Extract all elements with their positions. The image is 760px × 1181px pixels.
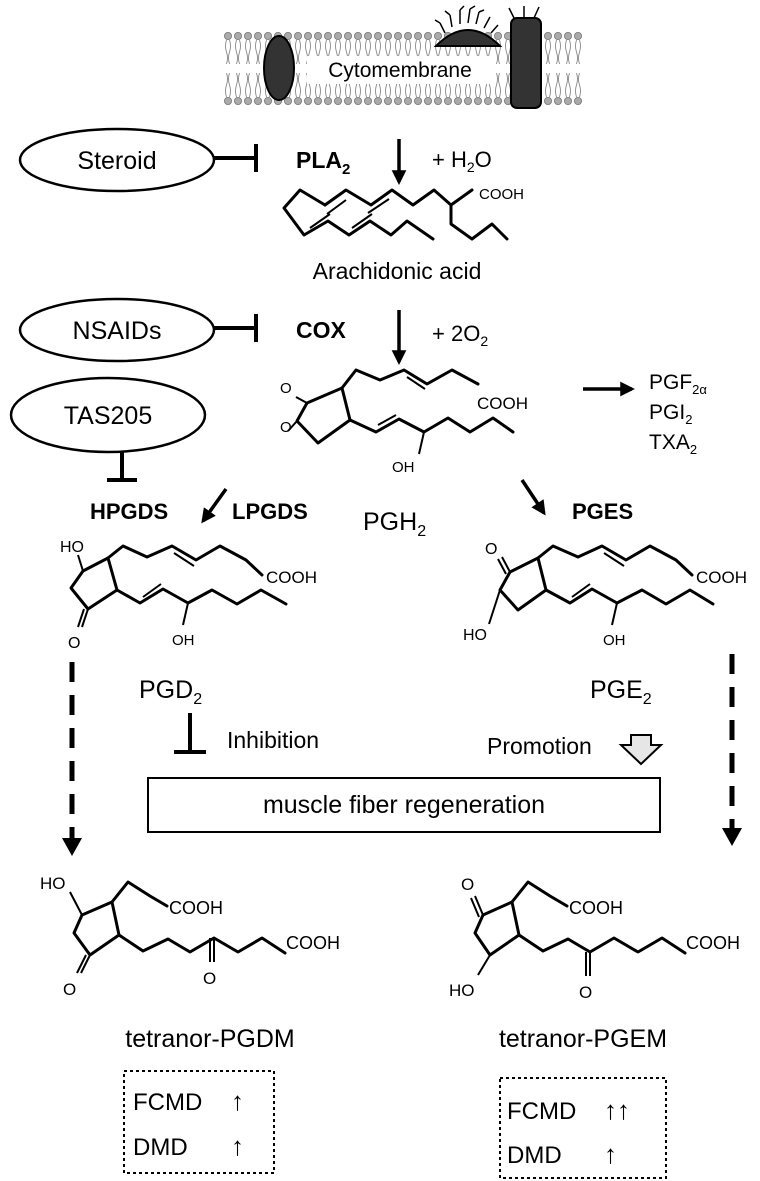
pges-enzyme: PGES (572, 499, 633, 524)
inhibition-label: Inhibition (227, 727, 319, 753)
cytomembrane: Cytomembrane (223, 5, 583, 109)
svg-text:HO: HO (463, 627, 487, 644)
pgd2-label: PGD2 (139, 676, 202, 708)
pges-arrow (520, 479, 546, 516)
pgdm-disease-box: FCMD ↑ DMD ↑ (123, 1070, 275, 1174)
cox-enzyme: COX (296, 317, 347, 343)
svg-text:OH: OH (392, 459, 415, 476)
tetranor-pgdm-label: tetranor-PGDM (125, 1025, 294, 1053)
tetranor-pgdm-structure: HO O COOH O COOH (40, 874, 340, 999)
arachidonic-acid-label: Arachidonic acid (313, 258, 482, 284)
pgdm-cooh-2: COOH (286, 933, 340, 953)
pgem-cooh-2: COOH (686, 933, 740, 953)
pgem-cooh-1: COOH (569, 898, 623, 918)
water-label: + H2O (432, 147, 492, 175)
pgdm-dmd-arrows: ↑ (231, 1131, 244, 1161)
pgdm-fcmd: FCMD (133, 1089, 202, 1116)
tas205-label: TAS205 (64, 402, 152, 430)
pgh2-label: PGH2 (363, 508, 426, 540)
pge2-structure: O HO COOH OH (463, 541, 747, 649)
pgdm-dmd: DMD (133, 1134, 188, 1161)
svg-text:O: O (461, 875, 474, 894)
regeneration-box (147, 777, 661, 833)
tas205-inhibit-line (107, 452, 137, 482)
inhibition-line (174, 713, 206, 754)
pge2-label: PGE2 (590, 676, 652, 708)
svg-text:O: O (63, 980, 76, 999)
pgd2-structure: HO O COOH OH (60, 539, 317, 652)
glycan-branches (434, 5, 499, 34)
pgem-disease-box: FCMD ↑↑ DMD ↑ (499, 1077, 667, 1179)
svg-text:HO: HO (449, 981, 475, 1000)
oxygen-label: + 2O2 (432, 321, 488, 349)
svg-text:OH: OH (603, 632, 626, 649)
svg-text:HO: HO (40, 874, 66, 893)
pgem-fcmd-arrows: ↑↑ (604, 1095, 630, 1125)
pla2-enzyme: PLA2 (296, 147, 350, 178)
svg-text:O: O (579, 983, 592, 1002)
hpgds-enzyme: HPGDS (90, 499, 168, 524)
product-pgf2a: PGF2α (649, 371, 707, 397)
tas205-oval (9, 376, 207, 454)
svg-text:O: O (485, 541, 497, 558)
membrane-protein-oval (263, 35, 295, 101)
pgem-fcmd: FCMD (507, 1098, 576, 1125)
svg-text:O: O (203, 969, 216, 988)
steroid-inhibit-line (214, 144, 258, 172)
pgh2-cooh: COOH (477, 394, 528, 413)
promotion-arrow (618, 734, 664, 766)
nsaids-inhibit-line (214, 314, 258, 342)
pge2-cooh: COOH (696, 568, 747, 587)
products-list: PGF2α PGI2 TXA2 (649, 371, 707, 457)
pgdm-fcmd-arrows: ↑ (231, 1086, 244, 1116)
nsaids-label: NSAIDs (73, 317, 162, 345)
arachidonic-acid-structure: COOH (282, 186, 524, 241)
pgem-dmd: DMD (507, 1142, 562, 1169)
svg-text:OH: OH (172, 632, 195, 649)
product-pgi2: PGI2 (649, 401, 692, 427)
svg-text:O: O (280, 380, 292, 397)
svg-text:O: O (68, 635, 80, 652)
membrane-label: Cytomembrane (328, 59, 472, 82)
regeneration-label: muscle fiber regeneration (263, 791, 545, 819)
product-txa2: TXA2 (649, 431, 697, 457)
tetranor-pgem-structure: O HO COOH O COOH (449, 875, 740, 1002)
aa-cooh: COOH (479, 186, 524, 203)
pgem-dmd-arrows: ↑ (604, 1139, 617, 1169)
tetranor-pgem-label: tetranor-PGEM (499, 1025, 667, 1053)
pgh2-structure: O O OH COOH (280, 368, 528, 476)
svg-text:O: O (280, 419, 292, 436)
promotion-label: Promotion (487, 733, 592, 759)
membrane-channel (510, 17, 542, 109)
hpgds-arrow (201, 487, 228, 524)
pgd2-cooh: COOH (266, 568, 317, 587)
pgdm-cooh-1: COOH (169, 898, 223, 918)
steroid-label: Steroid (77, 147, 156, 175)
svg-text:HO: HO (60, 539, 84, 556)
lpgds-enzyme: LPGDS (232, 499, 308, 524)
membrane-protein-dome (433, 29, 503, 47)
